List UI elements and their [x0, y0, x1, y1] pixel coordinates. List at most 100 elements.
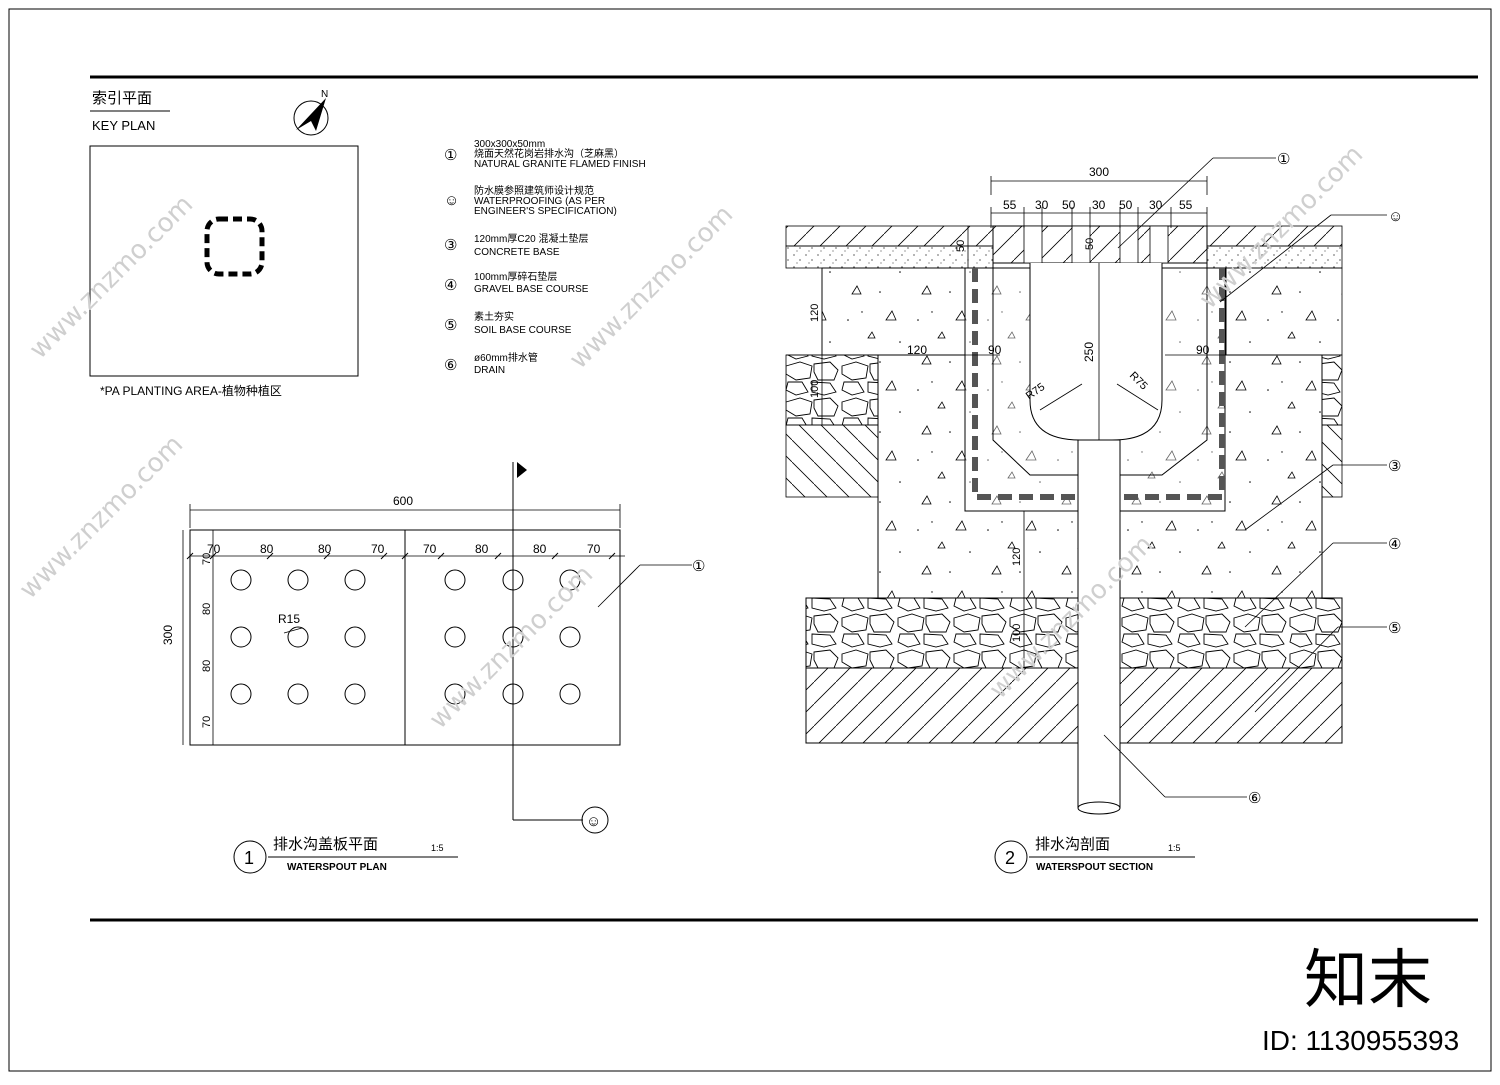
svg-text:120mm厚C20 混凝土垫层: 120mm厚C20 混凝土垫层 — [474, 232, 588, 245]
svg-text:CONCRETE BASE: CONCRETE BASE — [474, 247, 560, 258]
drain-hole — [287, 569, 309, 591]
svg-text:80: 80 — [475, 542, 489, 556]
svg-text:70: 70 — [201, 553, 213, 565]
drain-hole — [559, 683, 581, 705]
svg-text:80: 80 — [533, 542, 547, 556]
svg-text:120: 120 — [809, 304, 821, 322]
svg-text:GRAVEL BASE COURSE: GRAVEL BASE COURSE — [474, 284, 589, 295]
svg-text:30: 30 — [1092, 198, 1106, 212]
waterspout-plan: 600 70 80 80 70 70 80 80 70 300 70 80 80… — [161, 462, 705, 874]
drain-hole — [344, 626, 366, 648]
svg-text:120: 120 — [1011, 548, 1023, 566]
svg-text:100: 100 — [1011, 624, 1023, 642]
svg-text:素土夯实: 素土夯实 — [474, 310, 514, 323]
svg-text:250: 250 — [1082, 342, 1096, 362]
plan-title-cn: 排水沟盖板平面 — [273, 835, 378, 853]
section-callout-4: ④ — [1388, 536, 1401, 553]
svg-text:300x300x50mm: 300x300x50mm — [474, 139, 545, 150]
svg-text:③: ③ — [444, 237, 457, 254]
drain-hole — [444, 683, 466, 705]
plan-callout-1: ① — [692, 558, 705, 575]
key-plan: 索引平面 KEY PLAN N *PA PLANTING AREA-植物种植区 — [89, 89, 359, 398]
watermark-id: ID: 1130955393 — [1262, 1025, 1459, 1056]
svg-text:120: 120 — [907, 343, 927, 357]
drain-hole — [230, 626, 252, 648]
legend-item-3: ③ 120mm厚C20 混凝土垫层 CONCRETE BASE — [444, 232, 588, 258]
drain-hole — [344, 569, 366, 591]
svg-text:☺: ☺ — [444, 192, 459, 209]
north-label: N — [321, 89, 328, 100]
svg-text:烧面天然花岗岩排水沟（芝麻黑）: 烧面天然花岗岩排水沟（芝麻黑） — [474, 147, 624, 160]
svg-text:80: 80 — [318, 542, 332, 556]
svg-text:90: 90 — [1196, 343, 1210, 357]
section-callout-6: ⑥ — [1248, 790, 1261, 807]
svg-text:50: 50 — [955, 240, 967, 252]
key-plan-note: *PA PLANTING AREA-植物种植区 — [100, 383, 282, 398]
svg-text:50: 50 — [1062, 198, 1076, 212]
svg-text:100mm厚碎石垫层: 100mm厚碎石垫层 — [474, 270, 557, 283]
svg-text:80: 80 — [201, 603, 213, 615]
drain-hole — [230, 683, 252, 705]
drain-hole — [444, 569, 466, 591]
svg-text:⑤: ⑤ — [444, 317, 457, 334]
svg-text:90: 90 — [988, 343, 1002, 357]
section-callout-5: ⑤ — [1388, 620, 1401, 637]
key-plan-location-mark — [204, 216, 265, 277]
section-title-cn: 排水沟剖面 — [1035, 836, 1110, 853]
key-plan-title-en: KEY PLAN — [92, 118, 155, 133]
section-title-number: 2 — [1005, 848, 1015, 868]
section-dim-300: 300 — [1089, 165, 1109, 179]
svg-text:①: ① — [444, 147, 457, 164]
drain-hole — [287, 626, 309, 648]
waterspout-section: 300 55 30 50 30 50 30 55 50 50 250 120 1… — [785, 151, 1403, 874]
plan-section-marker: ☺ — [586, 813, 601, 830]
svg-text:100: 100 — [809, 380, 821, 398]
drain-hole — [559, 626, 581, 648]
svg-text:⑥: ⑥ — [444, 357, 457, 374]
legend-item-5: ⑤ 素土夯实 SOIL BASE COURSE — [444, 310, 572, 336]
svg-text:55: 55 — [1003, 198, 1017, 212]
svg-text:④: ④ — [444, 277, 457, 294]
plan-scale: 1:5 — [431, 843, 444, 853]
drain-hole — [230, 569, 252, 591]
svg-text:55: 55 — [1179, 198, 1193, 212]
plan-title-en: WATERSPOUT PLAN — [287, 862, 387, 873]
north-arrow-icon: N — [293, 89, 329, 136]
svg-text:ENGINEER'S SPECIFICATION): ENGINEER'S SPECIFICATION) — [474, 206, 617, 217]
plan-radius-label: R15 — [278, 612, 300, 626]
legend-item-4: ④ 100mm厚碎石垫层 GRAVEL BASE COURSE — [444, 270, 589, 295]
svg-text:50: 50 — [1084, 238, 1096, 250]
plan-title-number: 1 — [244, 848, 254, 868]
svg-text:70: 70 — [371, 542, 385, 556]
drain-hole — [344, 683, 366, 705]
section-callout-1: ① — [1277, 151, 1290, 168]
legend: ① 300x300x50mm 烧面天然花岗岩排水沟（芝麻黑） NATURAL G… — [444, 139, 646, 376]
svg-text:70: 70 — [201, 716, 213, 728]
plan-dim-300: 300 — [161, 625, 175, 645]
key-plan-title-cn: 索引平面 — [92, 90, 152, 107]
section-callout-3: ③ — [1388, 458, 1401, 475]
svg-text:ø60mm排水管: ø60mm排水管 — [474, 351, 538, 364]
svg-text:www.znzmo.com: www.znzmo.com — [424, 560, 599, 735]
svg-text:www.znzmo.com: www.znzmo.com — [24, 190, 199, 365]
svg-text:防水膜参照建筑师设计规范: 防水膜参照建筑师设计规范 — [474, 184, 594, 197]
svg-text:WATERPROOFING (AS PER: WATERPROOFING (AS PER — [474, 196, 605, 207]
svg-text:70: 70 — [423, 542, 437, 556]
drain-hole — [287, 683, 309, 705]
svg-text:80: 80 — [260, 542, 274, 556]
key-plan-frame — [89, 145, 359, 377]
svg-text:30: 30 — [1035, 198, 1049, 212]
watermark-brand: 知末 — [1304, 944, 1432, 1016]
section-callout-2: ☺ — [1388, 208, 1403, 225]
section-scale: 1:5 — [1168, 843, 1181, 853]
svg-text:SOIL BASE COURSE: SOIL BASE COURSE — [474, 325, 572, 336]
svg-text:DRAIN: DRAIN — [474, 365, 505, 376]
plan-dim-600: 600 — [393, 494, 413, 508]
legend-item-2: ☺ 防水膜参照建筑师设计规范 WATERPROOFING (AS PER ENG… — [444, 184, 617, 217]
drain-holes — [230, 569, 581, 705]
svg-text:30: 30 — [1149, 198, 1163, 212]
section-title-en: WATERSPOUT SECTION — [1036, 862, 1153, 873]
svg-text:70: 70 — [207, 542, 221, 556]
